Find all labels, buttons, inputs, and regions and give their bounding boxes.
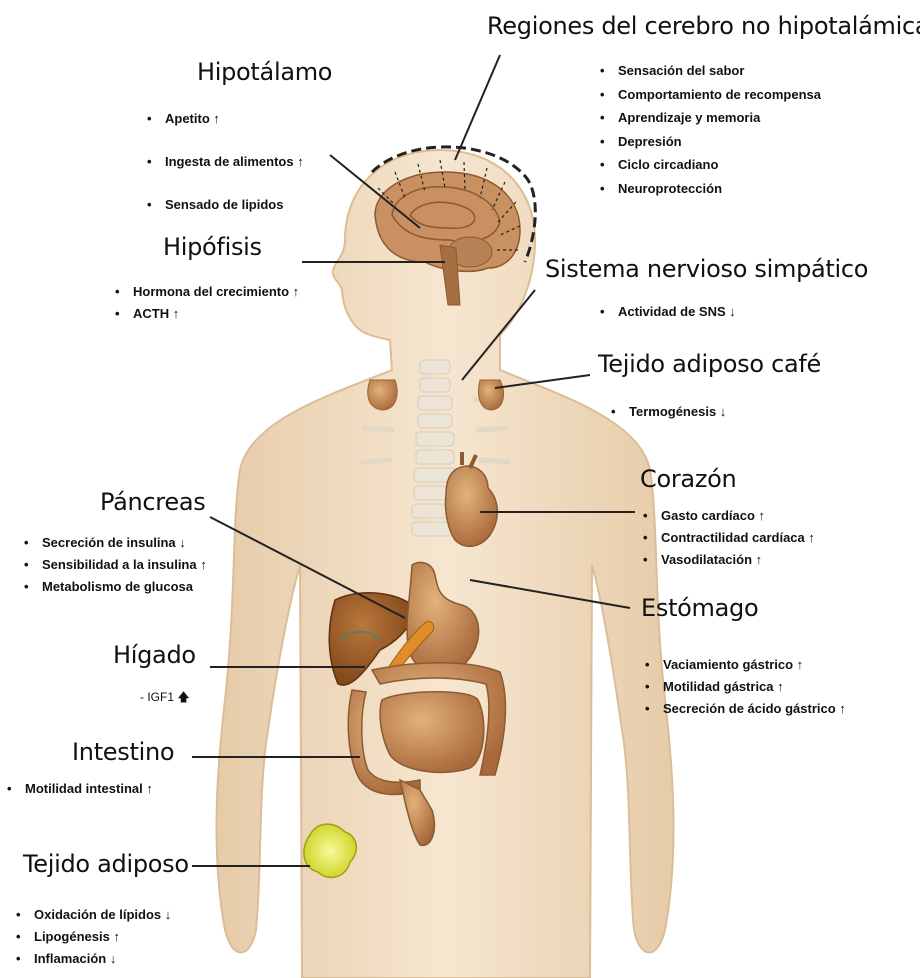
- list-item: Neuroprotección: [598, 177, 821, 201]
- list-hipotalamo: Apetito ↑ Ingesta de alimentos ↑ Sensado…: [145, 97, 304, 226]
- title-regiones-cerebro: Regiones del cerebro no hipotalámicas: [487, 12, 920, 40]
- list-item: Inflamación ↓: [14, 948, 171, 970]
- list-item: Contractilidad cardíaca ↑: [641, 527, 815, 549]
- list-item: Hormona del crecimiento ↑: [113, 281, 299, 303]
- list-item: ACTH ↑: [113, 303, 299, 325]
- title-higado: Hígado: [113, 641, 196, 669]
- list-item: Apetito ↑: [145, 97, 304, 140]
- title-corazon: Corazón: [640, 465, 736, 493]
- list-item: Sensado de lipidos: [145, 183, 304, 226]
- list-item: Motilidad intestinal ↑: [5, 779, 153, 799]
- list-item: Vaciamiento gástrico ↑: [643, 654, 846, 676]
- list-item: Comportamiento de recompensa: [598, 83, 821, 107]
- title-estomago: Estómago: [641, 594, 758, 622]
- list-item: Gasto cardíaco ↑: [641, 505, 815, 527]
- title-pancreas: Páncreas: [100, 488, 205, 516]
- title-sns: Sistema nervioso simpático: [545, 255, 868, 283]
- list-intestino: Motilidad intestinal ↑: [5, 779, 153, 799]
- title-tejido-adiposo: Tejido adiposo: [23, 850, 189, 878]
- list-item: Ciclo circadiano: [598, 153, 821, 177]
- list-estomago: Vaciamiento gástrico ↑ Motilidad gástric…: [643, 654, 846, 720]
- list-item: Vasodilatación ↑: [641, 549, 815, 571]
- list-item: Oxidación de lípidos ↓: [14, 904, 171, 926]
- list-tejido-cafe: Termogénesis ↓: [609, 402, 726, 422]
- list-item: Ingesta de alimentos ↑: [145, 140, 304, 183]
- list-tejido-adiposo: Oxidación de lípidos ↓ Lipogénesis ↑ Inf…: [14, 904, 171, 970]
- list-item: Lipogénesis ↑: [14, 926, 171, 948]
- list-item: Aprendizaje y memoria: [598, 106, 821, 130]
- list-hipofisis: Hormona del crecimiento ↑ ACTH ↑: [113, 281, 299, 325]
- list-regiones-cerebro: Sensación del sabor Comportamiento de re…: [598, 59, 821, 200]
- list-item: Motilidad gástrica ↑: [643, 676, 846, 698]
- list-item: Metabolismo de glucosa: [22, 576, 207, 598]
- list-item: Sensación del sabor: [598, 59, 821, 83]
- title-tejido-cafe: Tejido adiposo café: [598, 350, 821, 378]
- list-item: Depresión: [598, 130, 821, 154]
- higado-note: - IGF1 🡅: [140, 688, 190, 709]
- list-item: Actividad de SNS ↓: [598, 302, 736, 322]
- list-item: Sensibilidad a la insulina ↑: [22, 554, 207, 576]
- leader-regiones: [455, 55, 500, 160]
- list-item: Termogénesis ↓: [609, 402, 726, 422]
- list-item: Secreción de ácido gástrico ↑: [643, 698, 846, 720]
- list-sns: Actividad de SNS ↓: [598, 302, 736, 322]
- list-item: Secreción de insulina ↓: [22, 532, 207, 554]
- title-hipofisis: Hipófisis: [163, 233, 262, 261]
- title-hipotalamo: Hipotálamo: [197, 58, 332, 86]
- list-corazon: Gasto cardíaco ↑ Contractilidad cardíaca…: [641, 505, 815, 571]
- list-pancreas: Secreción de insulina ↓ Sensibilidad a l…: [22, 532, 207, 598]
- title-intestino: Intestino: [72, 738, 174, 766]
